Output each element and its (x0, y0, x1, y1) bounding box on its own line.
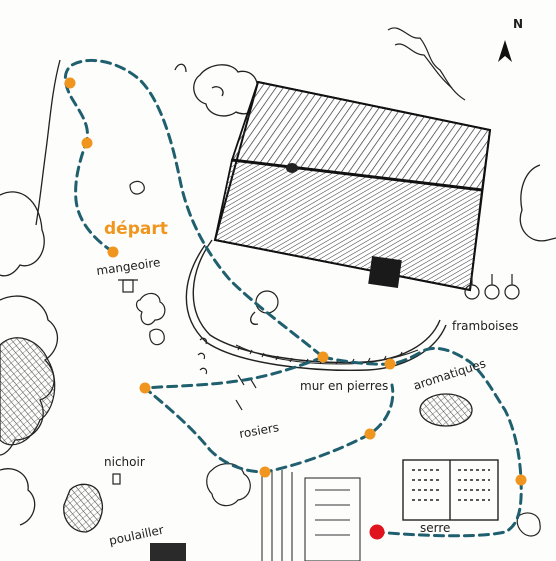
route-waypoints (64, 77, 527, 486)
waypoint (364, 428, 376, 440)
waypoint (139, 382, 151, 394)
label-depart: départ (104, 219, 168, 239)
waypoint (317, 351, 329, 363)
label-framboises: framboises (452, 319, 518, 333)
greenhouse (402, 459, 499, 521)
house (213, 80, 492, 292)
tree-line-left (0, 59, 61, 526)
feeder-icon (118, 279, 138, 293)
label-nichoir: nichoir (104, 455, 145, 469)
chimney-icon (286, 163, 298, 173)
waypoint-depart (107, 246, 119, 258)
hedge-top-right (387, 27, 466, 101)
label-rosiers: rosiers (238, 420, 280, 441)
label-mur-en-pierres: mur en pierres (300, 379, 388, 393)
label-mangeoire: mangeoire (95, 255, 161, 278)
herb-bed (419, 393, 473, 427)
tree-right (519, 164, 556, 242)
stone-wall (235, 344, 419, 365)
route-end-point (369, 524, 385, 540)
north-label: N (513, 17, 523, 31)
skylight (368, 256, 402, 288)
dense-bush-left (0, 337, 56, 446)
label-aromatiques: aromatiques (412, 356, 488, 393)
waypoint (81, 137, 93, 149)
waypoint (64, 77, 76, 89)
waypoint (384, 358, 396, 370)
nest-box-icon (112, 473, 121, 485)
label-serre: serre (420, 521, 450, 535)
waypoint (515, 474, 527, 486)
north-arrow-icon: N (498, 17, 523, 62)
vegetable-rows (261, 468, 361, 561)
raspberry-bushes (464, 274, 520, 300)
bush-top (174, 63, 258, 117)
waypoint (259, 466, 271, 478)
chicken-coop (63, 483, 186, 561)
